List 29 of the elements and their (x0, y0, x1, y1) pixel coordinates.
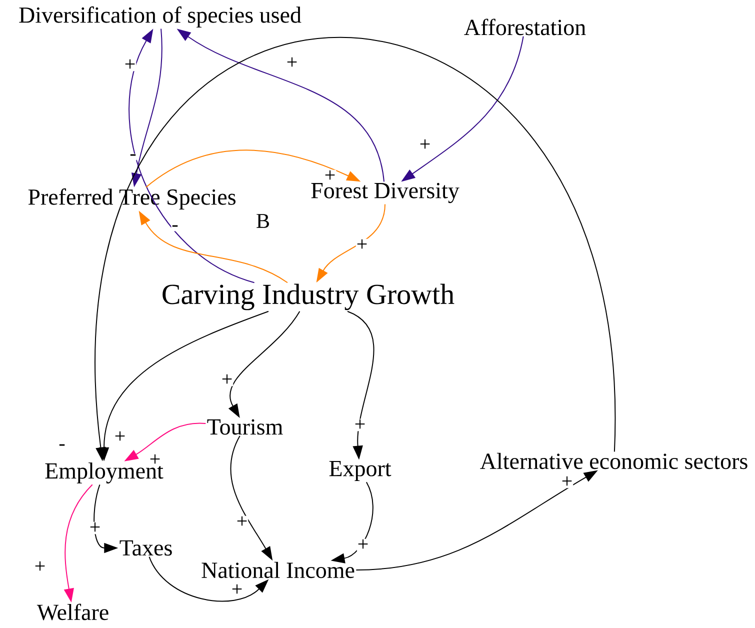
polarity-sign: + (324, 170, 336, 182)
polarity-sign: + (354, 418, 366, 432)
polarity-sign: - (129, 154, 137, 160)
polarity-sign: + (34, 560, 46, 574)
loop-label: B (256, 214, 269, 228)
variable-label: Tourism (207, 419, 283, 435)
variable-label: Export (329, 461, 392, 481)
variable-label: Welfare (36, 604, 108, 620)
polarity-sign: + (560, 476, 574, 488)
variable-label: Diversification of species used (19, 6, 302, 28)
polarity-sign: + (286, 56, 298, 70)
polarity-sign: + (220, 374, 234, 386)
polarity-sign: + (88, 522, 102, 534)
polarity-sign: + (124, 58, 136, 72)
polarity-sign: + (356, 238, 368, 252)
polarity-sign: + (148, 454, 162, 466)
variable-label: Taxes (120, 540, 172, 556)
polarity-sign: + (230, 584, 244, 596)
polarity-sign: + (356, 538, 370, 552)
variable-label: Afforestation (464, 18, 586, 36)
polarity-sign: + (236, 516, 248, 528)
variable-label: Carving Industry Growth (162, 284, 454, 310)
variable-label: National Income (202, 562, 354, 578)
variable-label: Alternative economic sectors (480, 452, 748, 470)
polarity-sign: - (58, 444, 66, 450)
polarity-sign: + (114, 430, 126, 444)
variable-label: Forest Diversity (311, 182, 460, 204)
polarity-sign: + (418, 138, 432, 152)
polarity-sign: - (171, 224, 179, 232)
